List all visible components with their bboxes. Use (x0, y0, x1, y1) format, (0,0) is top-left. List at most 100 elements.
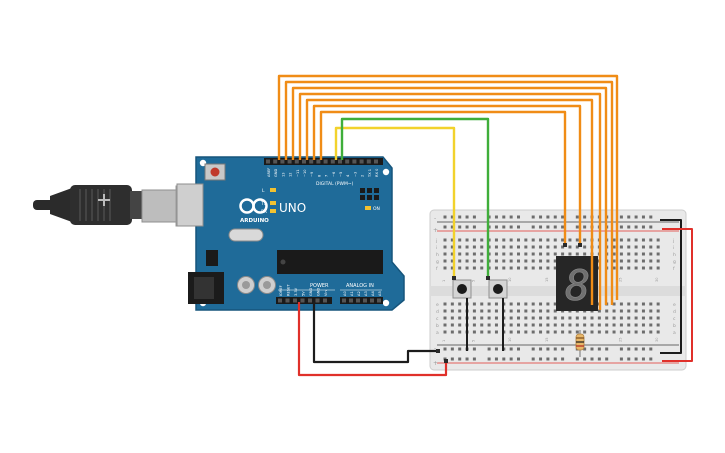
breadboard-hole[interactable] (480, 330, 484, 334)
rail-hole[interactable] (597, 357, 601, 361)
breadboard-hole[interactable] (627, 252, 631, 256)
breadboard-hole[interactable] (575, 238, 579, 242)
breadboard-hole[interactable] (605, 330, 609, 334)
rail-hole[interactable] (517, 347, 520, 351)
digital-pin-hole[interactable] (352, 159, 357, 164)
breadboard-hole[interactable] (627, 330, 631, 334)
breadboard-hole[interactable] (458, 330, 462, 334)
breadboard-hole[interactable] (619, 330, 623, 334)
breadboard-hole[interactable] (472, 316, 476, 320)
orange-wires[interactable] (277, 74, 619, 310)
breadboard-hole[interactable] (509, 309, 513, 313)
breadboard-hole[interactable] (487, 323, 491, 327)
rail-hole[interactable] (502, 215, 506, 219)
breadboard-hole[interactable] (619, 316, 623, 320)
breadboard-hole[interactable] (480, 302, 484, 306)
breadboard-hole[interactable] (553, 266, 557, 270)
breadboard-hole[interactable] (509, 302, 513, 306)
breadboard-hole[interactable] (450, 245, 454, 249)
power-pin-hole[interactable] (300, 298, 305, 303)
breadboard-hole[interactable] (634, 309, 638, 313)
breadboard-hole[interactable] (627, 245, 631, 249)
breadboard-hole[interactable] (524, 330, 528, 334)
breadboard-hole[interactable] (480, 245, 484, 249)
breadboard-hole[interactable] (605, 323, 609, 327)
breadboard-hole[interactable] (524, 259, 528, 263)
rail-hole[interactable] (641, 225, 645, 229)
breadboard-hole[interactable] (450, 302, 454, 306)
rail-hole[interactable] (619, 215, 623, 219)
breadboard-hole[interactable] (472, 252, 476, 256)
rail-hole[interactable] (450, 347, 454, 351)
breadboard-hole[interactable] (553, 252, 557, 256)
breadboard-hole[interactable] (634, 302, 638, 306)
breadboard-hole[interactable] (509, 238, 513, 242)
breadboard-hole[interactable] (539, 302, 543, 306)
breadboard-hole[interactable] (465, 259, 469, 263)
rail-hole[interactable] (619, 357, 623, 361)
breadboard-hole[interactable] (458, 266, 462, 270)
breadboard-hole[interactable] (450, 323, 454, 327)
breadboard-hole[interactable] (480, 266, 484, 270)
rail-hole[interactable] (575, 225, 579, 229)
breadboard-hole[interactable] (502, 252, 506, 256)
breadboard-hole[interactable] (517, 330, 520, 334)
breadboard-hole[interactable] (612, 309, 616, 313)
rail-hole[interactable] (517, 215, 520, 219)
digital-pin-hole[interactable] (280, 159, 285, 164)
breadboard-hole[interactable] (524, 266, 528, 270)
rail-hole[interactable] (531, 225, 535, 229)
breadboard-hole[interactable] (561, 252, 565, 256)
breadboard-hole[interactable] (494, 252, 498, 256)
rail-hole[interactable] (590, 347, 594, 351)
breadboard-hole[interactable] (465, 266, 469, 270)
power-pin-hole[interactable] (285, 298, 290, 303)
rail-hole[interactable] (458, 347, 462, 351)
breadboard-hole[interactable] (531, 245, 535, 249)
rail-hole[interactable] (590, 357, 594, 361)
breadboard-hole[interactable] (656, 252, 660, 256)
breadboard-hole[interactable] (509, 259, 513, 263)
rail-hole[interactable] (531, 215, 535, 219)
breadboard-hole[interactable] (619, 323, 623, 327)
analog-pin-hole[interactable] (356, 298, 360, 303)
breadboard-hole[interactable] (561, 238, 565, 242)
breadboard-hole[interactable] (656, 316, 660, 320)
rail-hole[interactable] (583, 225, 587, 229)
breadboard-hole[interactable] (450, 259, 454, 263)
breadboard-hole[interactable] (517, 259, 520, 263)
breadboard-hole[interactable] (634, 245, 638, 249)
breadboard-hole[interactable] (634, 316, 638, 320)
breadboard-hole[interactable] (502, 245, 506, 249)
rail-hole[interactable] (583, 357, 587, 361)
digital-pin-hole[interactable] (330, 159, 335, 164)
breadboard-hole[interactable] (553, 245, 557, 249)
breadboard-hole[interactable] (546, 238, 550, 242)
breadboard-hole[interactable] (561, 245, 565, 249)
rail-hole[interactable] (634, 347, 638, 351)
rail-hole[interactable] (597, 347, 601, 351)
breadboard-hole[interactable] (487, 316, 491, 320)
rail-hole[interactable] (531, 357, 535, 361)
breadboard-hole[interactable] (524, 323, 528, 327)
breadboard-hole[interactable] (546, 252, 550, 256)
breadboard-hole[interactable] (546, 259, 550, 263)
resistor[interactable] (575, 330, 585, 357)
breadboard-hole[interactable] (641, 330, 645, 334)
breadboard-hole[interactable] (458, 238, 462, 242)
rail-hole[interactable] (472, 215, 476, 219)
breadboard-hole[interactable] (612, 252, 616, 256)
analog-pin-hole[interactable] (363, 298, 367, 303)
analog-pin-hole[interactable] (349, 298, 353, 303)
breadboard-hole[interactable] (443, 252, 447, 256)
breadboard-hole[interactable] (517, 266, 520, 270)
breadboard-hole[interactable] (656, 330, 660, 334)
breadboard-hole[interactable] (612, 245, 616, 249)
breadboard-hole[interactable] (590, 323, 594, 327)
rail-hole[interactable] (539, 357, 543, 361)
rail-hole[interactable] (649, 225, 653, 229)
breadboard-hole[interactable] (553, 309, 557, 313)
rail-hole[interactable] (458, 225, 462, 229)
breadboard-hole[interactable] (612, 316, 616, 320)
rail-hole[interactable] (465, 215, 469, 219)
